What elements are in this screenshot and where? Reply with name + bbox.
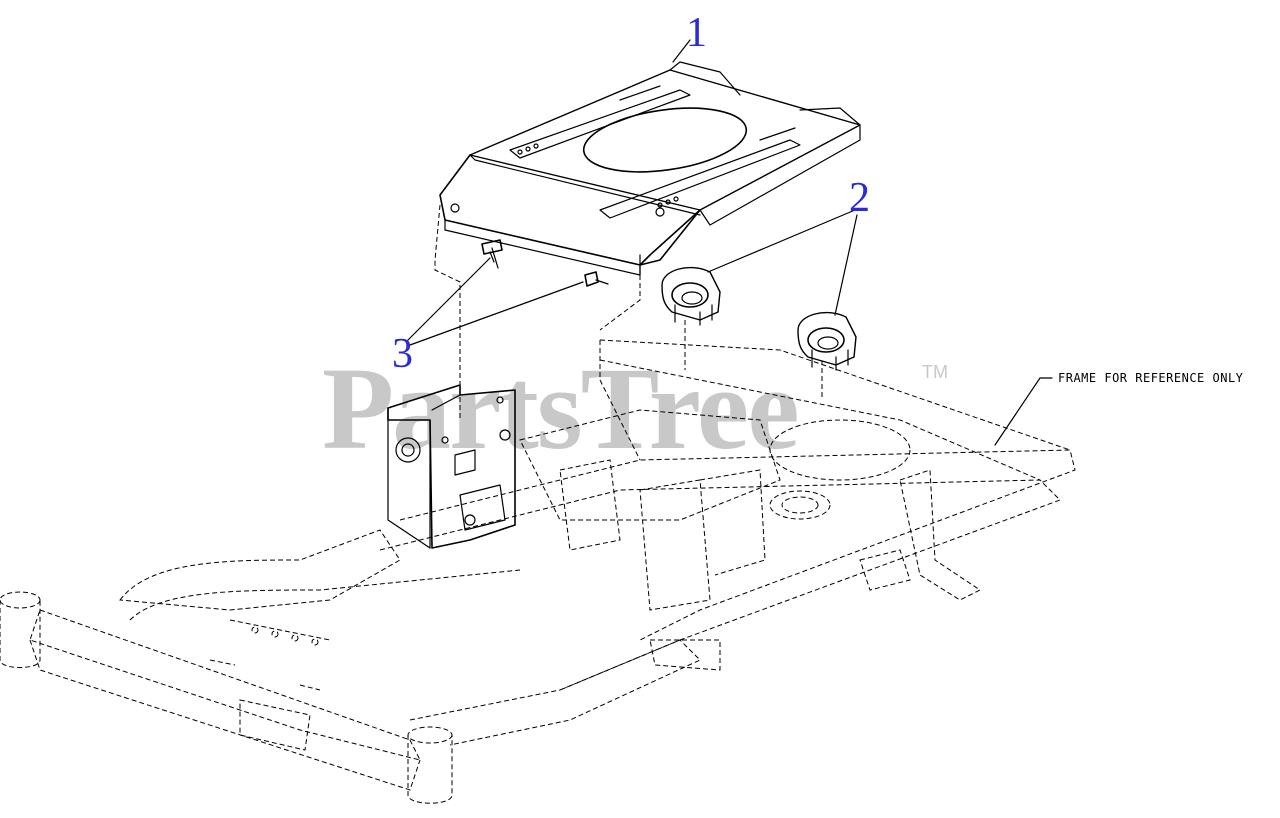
bumper-left	[661, 266, 721, 326]
leader-lines	[407, 39, 1053, 446]
trademark-symbol: TM	[922, 362, 948, 382]
callout-1[interactable]: 1	[686, 10, 707, 56]
bumper-right	[797, 311, 857, 371]
callout-2[interactable]: 2	[849, 175, 870, 221]
seat-pan-part	[439, 61, 861, 276]
callout-3[interactable]: 3	[392, 331, 413, 377]
bolt-2	[584, 271, 609, 287]
bolt-1	[481, 239, 503, 269]
alignment-lines	[434, 204, 823, 420]
watermark-text: PartsTree	[322, 343, 798, 474]
watermark: PartsTree TM	[322, 343, 948, 474]
frame-reference	[0, 339, 1076, 804]
frame-reference-note: FRAME FOR REFERENCE ONLY	[1058, 371, 1244, 385]
